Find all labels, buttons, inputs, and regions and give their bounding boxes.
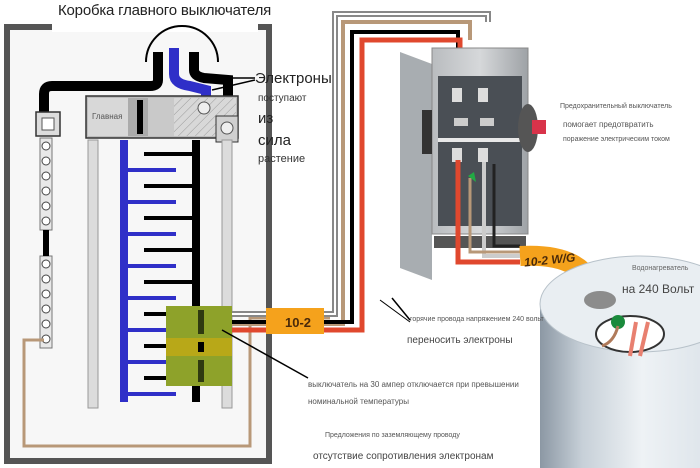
ground-screw-icon (611, 315, 625, 329)
disconnect-handle[interactable] (532, 120, 546, 134)
right-rail (221, 139, 233, 409)
hot-bus-finger (144, 280, 192, 284)
water-heater-label-line2: на 240 Вольт (622, 282, 695, 296)
disconnect-note-line3: поражение электрическим током (563, 136, 670, 143)
neutral-bus-finger (128, 296, 176, 300)
main-breaker[interactable] (85, 95, 239, 143)
ground-note-line1: Предложения по заземляющему проводу (325, 432, 460, 439)
neutral-bus-finger (128, 264, 176, 268)
neutral-bus-finger (128, 232, 176, 236)
hot-bus (192, 140, 200, 402)
terminal-screw-icon (41, 319, 51, 329)
breaker-note-line1: выключатель на 30 ампер отключается при … (308, 380, 519, 389)
hot-bus-finger (144, 248, 192, 252)
neutral-bus-finger (128, 200, 176, 204)
terminal-strip (39, 137, 53, 231)
hot-bus-finger (144, 216, 192, 220)
electrons-label-line4: сила (258, 132, 291, 149)
terminal-screw-icon (41, 186, 51, 196)
terminal-screw-icon (41, 141, 51, 151)
terminal-screw-icon (41, 304, 51, 314)
left-rail (87, 139, 99, 409)
bar-jumper (43, 230, 49, 256)
terminal-screw-icon (41, 289, 51, 299)
neutral-bus (120, 140, 128, 402)
neutral-bus-finger (128, 360, 176, 364)
neutral-bus-finger (128, 328, 176, 332)
terminal-screw-icon (41, 274, 51, 284)
main-breaker-label: Главная (92, 112, 123, 121)
neutral-bus-finger (128, 168, 176, 172)
electrons-label-line3: из (258, 110, 274, 127)
hot-bus-finger (144, 184, 192, 188)
hot-wires-note-line1: горячие провода напряжением 240 вольт (410, 316, 544, 323)
page-title: Коробка главного выключателя (58, 2, 272, 19)
breaker-note-line2: номинальной температуры (308, 397, 409, 406)
water-heater-tank (539, 255, 700, 468)
ground-note-line2: отсутствие сопротивления электронам (313, 451, 494, 462)
terminal-strip (39, 255, 53, 349)
electrons-label-line2: поступают (258, 93, 307, 104)
disconnect-note-line2: помогает предотвратить (563, 120, 654, 129)
disconnect-switch[interactable] (400, 47, 546, 280)
panel-cable-sheath (266, 308, 324, 334)
terminal-screw-icon (41, 216, 51, 226)
neutral-bus-finger (128, 392, 176, 396)
ground-bus-bar (39, 137, 53, 349)
terminal-screw-icon (41, 156, 51, 166)
electrons-label-line1: Электроны (255, 70, 332, 87)
electrons-label-line5: растение (258, 153, 306, 165)
hot-bus-finger (144, 152, 192, 156)
breaker-30a[interactable] (166, 306, 309, 386)
disconnect-note-line1: Предохранительный выключатель (560, 103, 672, 110)
neutral-lug (35, 111, 61, 137)
terminal-screw-icon (41, 171, 51, 181)
service-entrance (39, 25, 256, 124)
terminal-screw-icon (41, 201, 51, 211)
hot-wires-note-line2: переносить электроны (407, 335, 513, 346)
water-heater-label-line1: Водонагреватель (632, 265, 689, 272)
terminal-screw-icon (41, 259, 51, 269)
panel-cable-label: 10-2 (285, 315, 312, 330)
